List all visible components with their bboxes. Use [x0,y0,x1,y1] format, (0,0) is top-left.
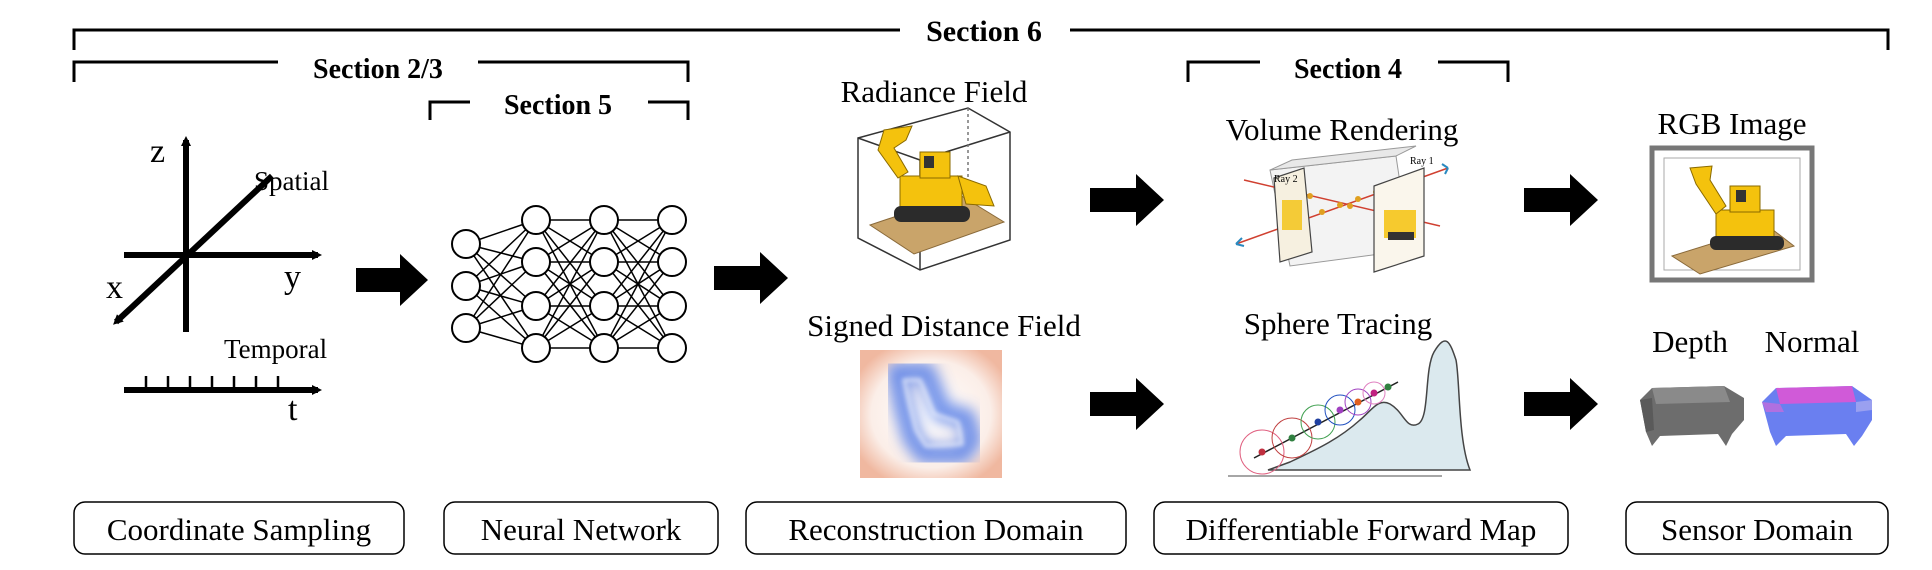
arrow-nn-to-recon [714,252,788,304]
section-6-label: Section 6 [926,15,1042,48]
neural-network [451,205,687,363]
nn-connection [535,261,605,349]
nn-connection [603,219,673,307]
temporal-axis [124,376,322,395]
sdf-image [860,350,1002,478]
rgb-image-label: RGB Image [1658,106,1807,141]
nn-node [521,247,551,277]
section-2-3-label: Section 2/3 [313,54,443,85]
nn-node [657,333,687,363]
normal-map [1762,386,1872,446]
nn-node [451,271,481,301]
t-axis-label: t [288,391,298,428]
arrow-coord-to-nn [356,254,428,306]
normal-label: Normal [1765,324,1860,359]
section-5-label: Section 5 [504,90,612,121]
spatial-label: Spatial [254,166,329,196]
nn-node [657,205,687,235]
arrow-sphere-to-sensor [1524,378,1598,430]
arrow-volume-to-rgb [1524,174,1598,226]
stage-box-reconstruction-domain: Reconstruction Domain [745,501,1127,555]
section-2-3-bracket [72,60,690,82]
section-5-bracket [428,100,690,120]
nn-connection [603,261,673,349]
nn-connection [465,219,537,329]
x-axis-label: x [106,269,123,306]
nn-node [589,205,619,235]
spatial-axes [113,136,322,332]
arrow-radiance-to-volume [1090,174,1164,226]
nn-connection [465,219,537,287]
sdf-label: Signed Distance Field [807,308,1081,343]
nn-node [521,333,551,363]
lego-bulldozer-radiance [868,125,1006,255]
nn-node [657,247,687,277]
nn-node [589,291,619,321]
arrow-sdf-to-sphere [1090,378,1164,430]
volume-rendering-illustration: Ray 2 Ray 1 [1235,145,1449,273]
stage-label-neural-network: Neural Network [481,512,682,547]
stage-box-sensor-domain: Sensor Domain [1625,501,1889,555]
nn-node [589,247,619,277]
stage-box-coordinate-sampling: Coordinate Sampling [73,501,405,555]
rgb-image [1649,145,1815,283]
flow-arrows [356,174,1598,430]
nn-connection [603,219,673,349]
stage-label-differentiable-forward-map: Differentiable Forward Map [1186,512,1537,547]
radiance-field-label: Radiance Field [841,74,1028,109]
section-4-label: Section 4 [1294,54,1402,85]
nn-node [451,313,481,343]
section-4-bracket [1186,60,1510,82]
z-axis-label: z [150,133,165,170]
depth-label: Depth [1652,324,1728,359]
nn-node [657,291,687,321]
volume-rendering-label: Volume Rendering [1226,112,1459,147]
temporal-label: Temporal [224,334,327,364]
nn-node [451,229,481,259]
nn-connection [535,219,605,307]
stage-box-neural-network: Neural Network [443,501,719,555]
sphere-tracing-label: Sphere Tracing [1244,306,1433,341]
nn-node [521,291,551,321]
section-6-bracket [72,28,1890,50]
sphere-tracing-illustration [1228,340,1472,477]
ray-2-label: Ray 2 [1274,174,1298,185]
nn-node [589,333,619,363]
stage-label-sensor-domain: Sensor Domain [1661,512,1854,547]
nn-node [521,205,551,235]
stage-label-reconstruction-domain: Reconstruction Domain [788,512,1084,547]
stage-label-coordinate-sampling: Coordinate Sampling [107,512,371,547]
nn-connection [535,219,605,349]
depth-map [1640,386,1744,446]
stage-box-differentiable-forward-map: Differentiable Forward Map [1153,501,1569,555]
nn-connection [465,261,537,329]
y-axis-label: y [284,259,301,296]
ray-1-label: Ray 1 [1410,156,1434,167]
